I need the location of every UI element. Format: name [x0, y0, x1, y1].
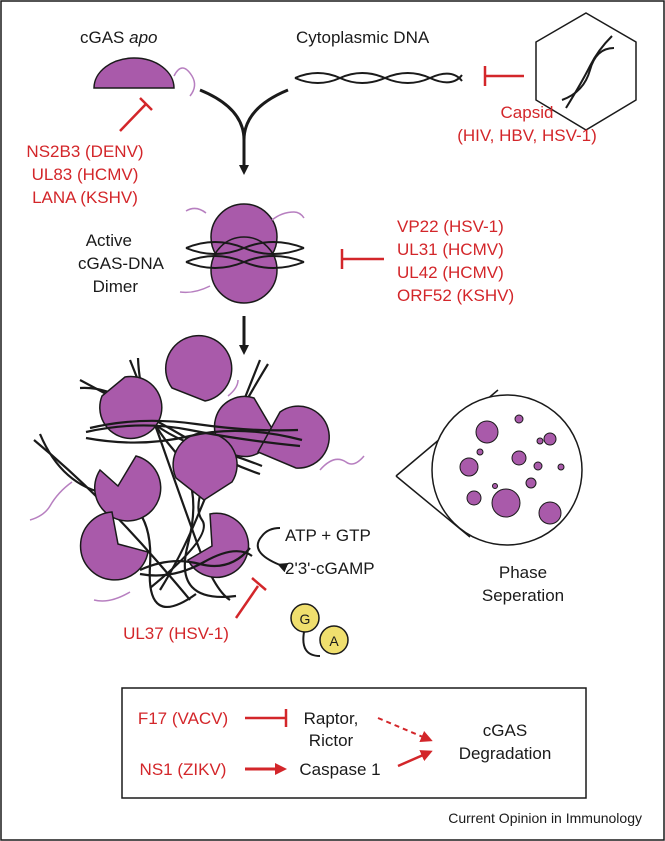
lana-label: LANA (KSHV) [32, 188, 138, 207]
dimer-label-line2: cGAS-DNA [78, 254, 165, 273]
f17-label: F17 (VACV) [138, 709, 228, 728]
dimer-inhibition-mark [340, 249, 384, 269]
cgamp-a-label: A [329, 633, 339, 649]
vp22-label: VP22 (HSV-1) [397, 217, 504, 236]
cgamp-label: 2'3'-cGAMP [285, 559, 375, 578]
cgamp-molecule: G A [290, 603, 349, 657]
cytoplasmic-dna-helix [294, 72, 463, 84]
dimer-label-line1: Active [86, 231, 132, 250]
cgas-apo-label: cGAS apo [80, 28, 158, 47]
ul37-inhibition-mark [234, 577, 267, 619]
orf52-label: ORF52 (KSHV) [397, 286, 514, 305]
atp-gtp-label: ATP + GTP [285, 526, 371, 545]
capsid-inhibition-mark [483, 66, 524, 86]
ul42-label: UL42 (HCMV) [397, 263, 504, 282]
journal-footer: Current Opinion in Immunology [448, 810, 642, 826]
capsid-viruses-label: (HIV, HBV, HSV-1) [457, 126, 597, 145]
capsid-hexagon [535, 12, 637, 131]
cytoplasmic-dna-label: Cytoplasmic DNA [296, 28, 430, 47]
ns2b3-label: NS2B3 (DENV) [26, 142, 143, 161]
phase-separation-callout [395, 389, 583, 546]
merge-arrow [199, 88, 289, 175]
degradation-box [121, 687, 587, 799]
ul83-label: UL83 (HCMV) [32, 165, 139, 184]
apo-inhibition-mark [119, 97, 153, 132]
cgas-dna-dimer [179, 203, 305, 304]
rictor-label: Rictor [309, 731, 354, 750]
caspase-to-degradation-arrow [397, 750, 433, 768]
f17-inhibition-mark [245, 709, 288, 727]
cgas-degradation-line1: cGAS [483, 721, 527, 740]
phase-label-line2: Seperation [482, 586, 564, 605]
dimer-label-line3: Dimer [93, 277, 139, 296]
capsid-label: Capsid [501, 103, 554, 122]
raptor-label: Raptor, [304, 709, 359, 728]
cgas-apo-protein [93, 57, 196, 97]
cgas-dna-cluster [29, 334, 365, 609]
ul31-label: UL31 (HCMV) [397, 240, 504, 259]
caspase1-label: Caspase 1 [299, 760, 380, 779]
ns1-label: NS1 (ZIKV) [140, 760, 227, 779]
reaction-arrow [256, 527, 289, 573]
phase-label-line1: Phase [499, 563, 547, 582]
cgas-degradation-line2: Degradation [459, 744, 552, 763]
ul37-label: UL37 (HSV-1) [123, 624, 229, 643]
raptor-to-degradation-arrow [377, 717, 433, 743]
cgamp-g-label: G [300, 611, 311, 627]
